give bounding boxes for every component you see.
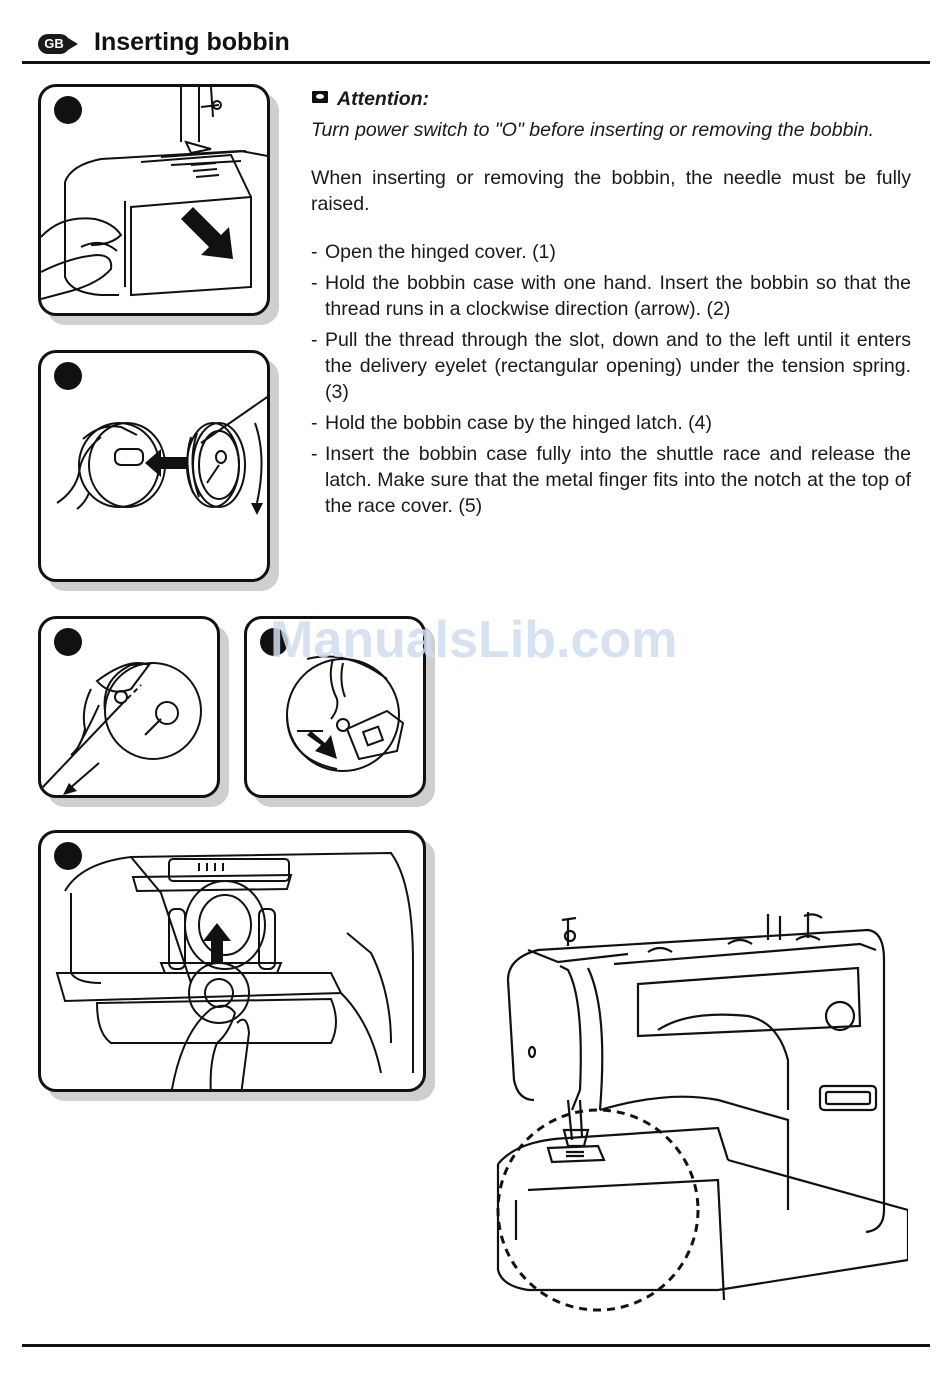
list-item: -Hold the bobbin case by the hinged latc… [311,412,713,434]
attention-heading: Attention: [311,86,911,112]
footer-rule [22,1344,930,1347]
illustration-step-1 [38,84,270,316]
hinged-latch-illustration [286,655,405,772]
attention-heading-text: Attention: [337,88,430,110]
sewing-machine-illustration [496,912,908,1312]
intro-paragraph: When inserting or removing the bobbin, t… [311,167,911,215]
language-badge: GB [38,34,70,54]
list-item: -Insert the bobbin case fully into the s… [311,443,911,517]
watermark: ManualsLib.com [270,611,678,669]
step-text-1: Open the hinged cover. (1) [325,241,556,263]
shuttle-race-illustration [55,851,414,1089]
step-marker-4-icon [260,628,288,656]
illustration-step-5 [38,830,426,1092]
illustration-step-4 [244,616,426,798]
illustration-step-3 [38,616,220,798]
page-title: Inserting bobbin [94,28,290,56]
list-item: -Open the hinged cover. (1) [311,241,556,263]
step-text-2: Hold the bobbin case with one hand. Inse… [325,272,911,320]
attention-body: Turn power switch to "O" before insertin… [311,119,875,141]
thread-slot-illustration [41,662,202,795]
step-marker-2-icon [54,362,82,390]
list-item: -Hold the bobbin case with one hand. Ins… [311,272,911,320]
illustration-step-2 [38,350,270,582]
step-text-4: Hold the bobbin case by the hinged latch… [325,412,713,434]
steps-list: -Open the hinged cover. (1) -Hold the bo… [311,239,911,519]
bobbin-insertion-illustration [56,395,267,515]
step-marker-1-icon [54,96,82,124]
page-header: GB Inserting bobbin [22,26,930,62]
header-rule [22,61,930,64]
eye-icon [312,91,328,103]
step-text-5: Insert the bobbin case fully into the sh… [325,443,911,517]
open-cover-illustration [41,87,267,300]
step-marker-3-icon [54,628,82,656]
badge-arrow-icon [68,38,78,50]
instructions-text: Attention: Turn power switch to "O" befo… [311,86,911,524]
step-text-3: Pull the thread through the slot, down a… [325,329,911,403]
list-item: -Pull the thread through the slot, down … [311,329,911,403]
step-marker-5-icon [54,842,82,870]
